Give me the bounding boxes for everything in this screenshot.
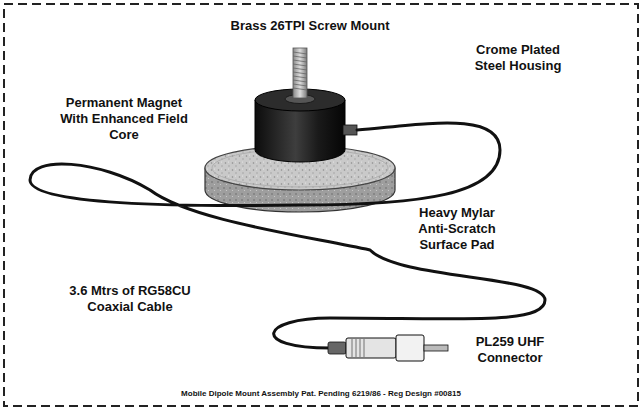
caption-text: Mobile Dipole Mount Assembly Pat. Pendin… [10, 389, 632, 399]
coaxial-cable [30, 123, 545, 348]
cable-strain-relief [343, 125, 357, 135]
brass-screw [293, 48, 307, 98]
screw-threads [293, 52, 307, 90]
connector-boot [328, 342, 346, 354]
callout-label: PL259 UHF Connector [466, 334, 554, 366]
callout-label: Crome Plated Steel Housing [462, 42, 574, 74]
callout-label: 3.6 Mtrs of RG58CU Coaxial Cable [55, 283, 205, 315]
callout-label: Heavy Mylar Anti-Scratch Surface Pad [405, 205, 509, 253]
callout-label: Brass 26TPI Screw Mount [205, 18, 415, 34]
callout-label: Permanent Magnet With Enhanced Field Cor… [58, 95, 190, 143]
connector-body [346, 338, 396, 358]
dashed-border [4, 4, 638, 406]
connector-pin [424, 345, 448, 351]
connector-coupling [396, 335, 424, 361]
connector-ridges [352, 339, 364, 357]
